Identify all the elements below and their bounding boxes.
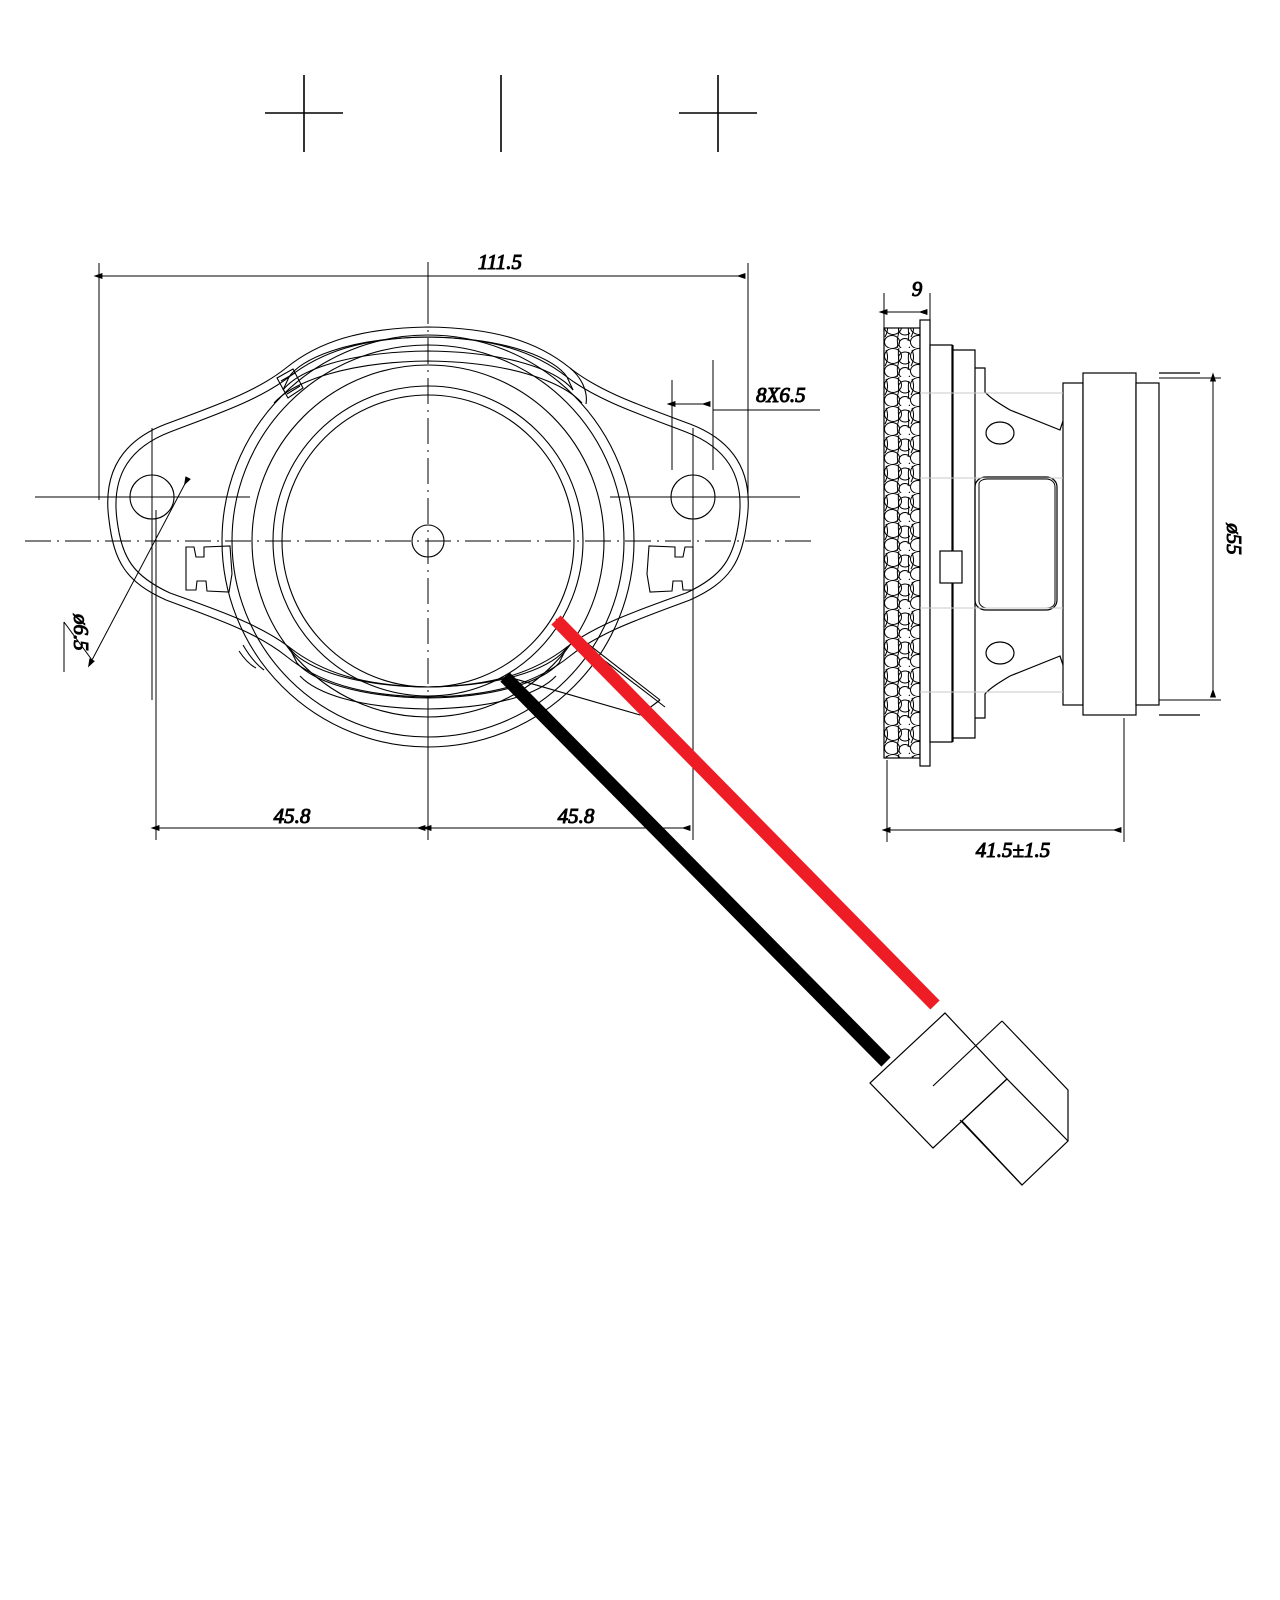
leader-arrow-line [88,476,191,668]
flange-outline-outer [107,326,749,698]
terminal-lug [939,550,963,584]
bottom-rim-cap-left [288,646,298,664]
dim-half-span-right-text: 45.8 [558,804,595,828]
magnet-body-front [1062,382,1084,706]
connector-rear-edge [1001,1020,1069,1141]
dim-overall-width: 111.5 [93,250,749,500]
dim-overall-width-text: 111.5 [478,250,522,274]
top-rim-shoulder-right [569,367,587,405]
bottom-rim-band-inner [296,662,560,699]
bottom-rim-band-outer [288,646,568,688]
negative-wire [500,672,891,1067]
dim-gasket-thickness: 9 [878,277,931,340]
dim-body-diameter-text: ø55 [1222,522,1246,555]
crosshair-left-icon [265,75,343,152]
magnet-front-face [974,476,1058,611]
registration-marks [265,75,757,152]
mounting-flange-plate [929,344,953,743]
dim-overall-depth-text: 41.5±1.5 [976,838,1051,862]
crosshair-right-icon [679,75,757,152]
wire-connector [869,1012,1069,1186]
basket-vent-hole-upper [985,421,1015,445]
front-view-dimensions: 111.5 8X6.5 ø6.5 45.8 45.8 [63,250,820,840]
top-rim-band-outer [288,336,568,378]
magnet-front-face-inner [978,478,1056,609]
side-view-guidelines [920,392,1063,693]
top-rim-band-inner [282,350,574,391]
positive-wire [551,615,940,1010]
basket-front-rim [952,349,976,739]
dim-gasket-thickness-text: 9 [912,277,923,301]
connector-rear-face [932,1020,1003,1087]
surround-inner [272,385,584,697]
locating-tab-lower-left [238,644,265,671]
connector-seam [959,1119,1023,1186]
dim-half-span-right: 45.8 [422,510,694,840]
dim-hole-diameter: ø6.5 [63,476,191,672]
dim-body-diameter: ø55 [1159,372,1247,701]
locating-tab-upper-left [276,368,304,399]
lead-wire-assembly [500,615,1069,1186]
side-view-dimensions: 9 ø55 41.5±1.5 [878,277,1247,863]
top-rim-cap-right [566,376,574,391]
magnet-body-main [1082,372,1137,716]
foam-gasket [883,327,921,759]
terminal-clip-left [185,545,233,593]
dim-half-span-left-text: 45.8 [274,804,311,828]
basket-vent-hole-lower [985,641,1015,665]
magnet-body-rear [1135,382,1160,706]
dim-overall-depth: 41.5±1.5 [881,718,1125,863]
dust-cap [411,524,445,558]
basket-wall-lower [975,655,1068,719]
dim-hole-offset-text: 8X6.5 [756,383,806,407]
basket-wall-upper [975,367,1068,431]
terminal-clip-right [646,545,694,593]
bottom-rim-cap-right [558,646,568,664]
dim-half-span-left: 45.8 [150,510,429,840]
side-view [883,319,1200,767]
top-rim-cap-left [282,376,290,391]
gasket-backing-plate [919,319,931,767]
leader-shoulder-a [63,621,93,661]
dim-hole-offset: 8X6.5 [666,360,820,470]
front-view [25,298,815,800]
front-view-centerlines [25,298,815,795]
dim-hole-diameter-text: ø6.5 [69,613,93,651]
